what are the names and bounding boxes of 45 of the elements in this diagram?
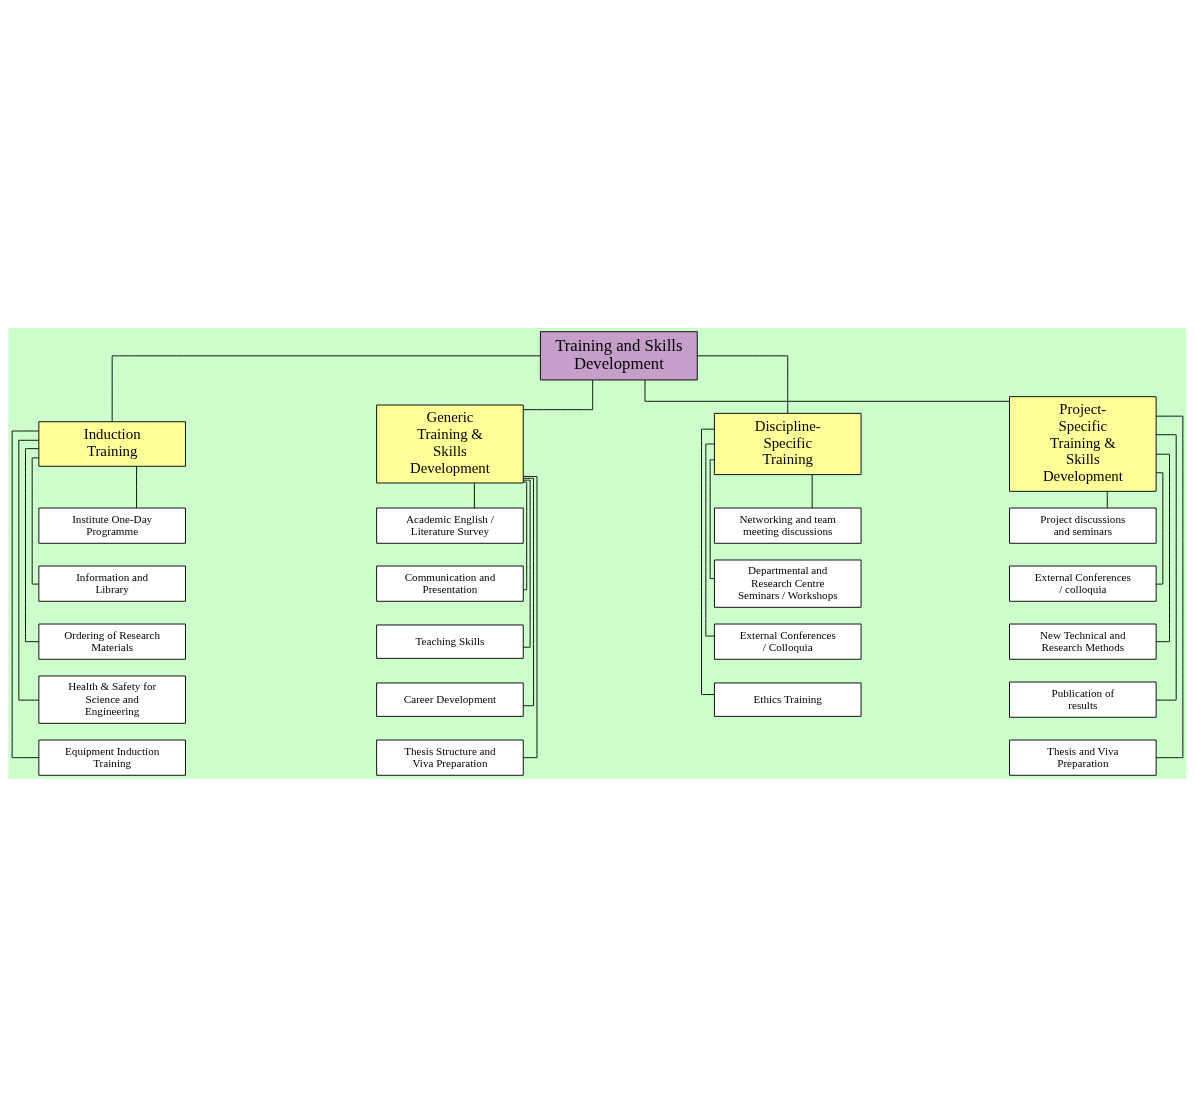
connector xyxy=(522,477,535,706)
connector xyxy=(696,354,789,414)
node-box: Ethics Training xyxy=(713,682,862,717)
node-box: Generic Training & Skills Development xyxy=(376,404,524,483)
node-box: Thesis Structure and Viva Preparation xyxy=(376,739,524,776)
node-box: Publication of results xyxy=(1009,681,1157,718)
node-box: Project discussions and seminars xyxy=(1009,507,1157,544)
node-box: Project-Specific Training & Skills Development xyxy=(1009,395,1157,492)
node-box: Training and Skills Development xyxy=(539,330,698,380)
connector xyxy=(522,481,528,590)
connector xyxy=(705,443,715,637)
connector xyxy=(522,379,594,410)
node-box: Discipline-Specific Training xyxy=(713,412,862,475)
node-box: Induction Training xyxy=(38,420,186,467)
connector xyxy=(644,379,1010,402)
node-box: External Conferences / Colloquia xyxy=(713,623,862,660)
node-box: Institute One-Day Programme xyxy=(38,507,186,544)
connector xyxy=(1155,433,1177,701)
node-box: Communication and Presentation xyxy=(376,565,524,602)
node-box: Teaching Skills xyxy=(376,624,524,659)
connector xyxy=(709,458,715,579)
connector xyxy=(136,465,138,508)
node-box: Thesis and Viva Preparation xyxy=(1009,739,1157,776)
connector xyxy=(111,354,541,422)
node-box: Ordering of Research Materials xyxy=(38,623,186,660)
connector xyxy=(25,447,40,642)
connector xyxy=(1155,415,1184,758)
node-box: External Conferences / colloquia xyxy=(1009,565,1157,602)
node-box: Departmental and Research Centre Seminars / Workshops xyxy=(713,559,862,608)
connector xyxy=(473,482,475,508)
node-box: Information and Library xyxy=(38,565,186,602)
connector xyxy=(1155,453,1170,642)
node-box: Equipment Induction Training xyxy=(38,739,186,776)
node-box: Academic English / Literature Survey xyxy=(376,507,524,544)
connector xyxy=(522,479,531,648)
node-box: Health & Safety for Science and Engineering xyxy=(38,675,186,724)
node-box: Networking and team meeting discussions xyxy=(713,507,862,544)
connector xyxy=(11,430,40,758)
connector xyxy=(811,473,813,508)
node-box: New Technical and Research Methods xyxy=(1009,623,1157,660)
node-box: Career Development xyxy=(376,682,524,717)
connector xyxy=(1155,471,1164,585)
connector xyxy=(1106,490,1108,508)
connector xyxy=(31,456,40,585)
connector xyxy=(18,439,40,701)
